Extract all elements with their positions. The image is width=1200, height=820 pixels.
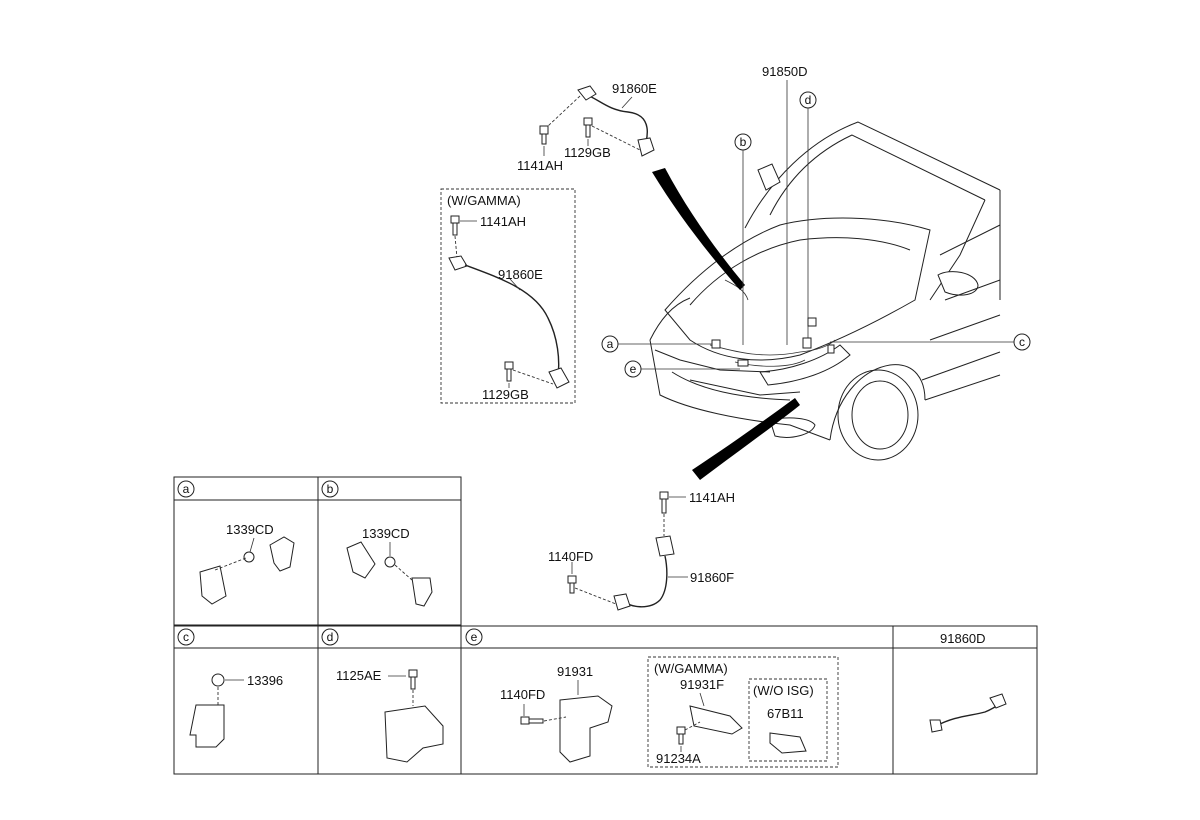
- gamma-terminal-upper: [448, 255, 468, 271]
- cell-e-gamma-header: (W/GAMMA): [654, 661, 728, 676]
- cell-e-gamma-bracket-label: 91931F: [680, 677, 724, 692]
- cell-c-bracket: [189, 704, 225, 748]
- label-mid-screw: 1140FD: [548, 549, 593, 564]
- label-gamma-bolt-bottom: 1129GB: [482, 387, 529, 402]
- callout-c: c: [830, 333, 1031, 351]
- label-top-cable: 91860E: [612, 81, 657, 96]
- mid-terminal-upper: [655, 535, 675, 557]
- cell-f-cable-wire: [935, 701, 1003, 727]
- cell-c-letter: c: [183, 630, 189, 644]
- pointer-arrow-lower: [692, 398, 800, 480]
- top-cable-wire: [584, 93, 648, 143]
- car-fog-light: [769, 417, 816, 438]
- cell-e-screw: [520, 716, 544, 725]
- cell-e-bracket: [559, 695, 613, 763]
- gamma-bolt-top: [450, 215, 460, 236]
- label-mid-cable: 91860F: [690, 570, 734, 585]
- cell-b-nut: [384, 556, 396, 568]
- cell-e-gamma-bracket: [689, 705, 743, 735]
- gamma-terminal-lower: [548, 367, 570, 389]
- cell-b-part-label: 1339CD: [362, 526, 410, 541]
- cell-b-letter: b: [327, 482, 334, 496]
- cell-e-gamma-box: [647, 656, 839, 768]
- top-ground-cable-assembly: 91860E 1141AH 1129GB: [517, 81, 657, 173]
- cell-e-gamma-screw: [676, 726, 686, 745]
- cell-e-gamma-screw-label: 91234A: [656, 751, 701, 766]
- cell-f-terminal-right: [989, 693, 1007, 709]
- gamma-cable-wire: [464, 264, 560, 377]
- cell-e-screw-label: 1140FD: [500, 687, 545, 702]
- detail-grid: [173, 476, 1038, 775]
- label-top-bolt-right: 1129GB: [564, 145, 611, 160]
- label-gamma-cable: 91860E: [498, 267, 543, 282]
- mid-ground-cable-assembly: 1141AH 91860F 1140FD: [548, 490, 735, 611]
- car-side-mirror: [937, 271, 979, 296]
- callout-b: b: [734, 133, 752, 345]
- pointer-arrow-upper: [652, 168, 745, 290]
- label-mid-bolt: 1141AH: [689, 490, 735, 505]
- label-gamma-bolt-top: 1141AH: [480, 214, 526, 229]
- mid-bolt: [659, 491, 669, 514]
- car-hood: [664, 217, 931, 361]
- car-windshield-inner: [769, 134, 986, 216]
- callout-d: d: [799, 91, 817, 340]
- car-fender-arch: [829, 364, 926, 441]
- cell-f-terminal-left: [929, 719, 943, 733]
- car-roof-line: [744, 121, 1001, 229]
- cell-a-part-label: 1339CD: [226, 522, 274, 537]
- cell-b: b 1339CD: [321, 480, 433, 607]
- car-interior-mirror: [757, 163, 781, 191]
- callout-a: a: [601, 335, 712, 353]
- gamma-cable-box: (W/GAMMA) 1141AH 91860E 1129GB: [440, 188, 576, 404]
- cell-a-nut: [243, 551, 255, 563]
- cell-b-bracket: [411, 577, 433, 607]
- mid-terminal-lower: [613, 593, 631, 611]
- gamma-box-header: (W/GAMMA): [447, 193, 521, 208]
- svg-text:c: c: [1019, 335, 1025, 349]
- cell-f: 91860D: [929, 631, 1007, 733]
- svg-text:e: e: [630, 362, 637, 376]
- cell-d-letter: d: [327, 630, 334, 644]
- cell-c: c 13396: [177, 628, 283, 748]
- cell-d-part-label: 1125AE: [336, 668, 382, 683]
- car-front-wheel: [837, 369, 919, 461]
- cell-e-bracket-label: 91931: [557, 664, 593, 679]
- cell-d: d 1125AE: [321, 628, 444, 763]
- cell-e-isg-part: [769, 732, 807, 754]
- cell-a-letter: a: [183, 482, 190, 496]
- car-headlight: [759, 344, 851, 386]
- label-main-harness: 91850D: [762, 64, 808, 79]
- cell-e-isg-part-label: 67B11: [767, 706, 804, 721]
- cell-b-connector: [346, 541, 376, 579]
- mid-cable-wire: [621, 555, 668, 608]
- cell-f-header: 91860D: [940, 631, 986, 646]
- cell-e-isg-header: (W/O ISG): [753, 683, 814, 698]
- svg-text:d: d: [805, 93, 812, 107]
- cell-d-bolt: [408, 669, 418, 690]
- car-a-pillar: [929, 199, 986, 301]
- cell-a-connector: [199, 565, 227, 605]
- top-bolt-left: [539, 125, 549, 145]
- gamma-bolt-bottom: [504, 361, 514, 382]
- car-front-illustration: [649, 121, 1001, 461]
- callout-e: e: [624, 360, 740, 378]
- cell-c-part-label: 13396: [247, 673, 283, 688]
- label-top-bolt-left: 1141AH: [517, 158, 563, 173]
- car-front-bumper: [649, 339, 831, 441]
- mid-screw: [567, 575, 577, 594]
- cell-a-bracket: [269, 536, 295, 572]
- cell-e-letter: e: [471, 630, 478, 644]
- cell-e: e 91931 1140FD (W/GAMMA) 91931F 91234A (…: [465, 628, 839, 768]
- svg-text:b: b: [740, 135, 747, 149]
- top-bolt-right: [583, 117, 593, 138]
- svg-text:a: a: [607, 337, 614, 351]
- cell-d-bracket: [384, 705, 444, 763]
- top-cable-terminal-lower: [637, 137, 655, 157]
- cell-c-nut: [211, 673, 225, 687]
- cell-a: a 1339CD: [177, 480, 295, 605]
- top-cable-terminal-upper: [577, 85, 597, 101]
